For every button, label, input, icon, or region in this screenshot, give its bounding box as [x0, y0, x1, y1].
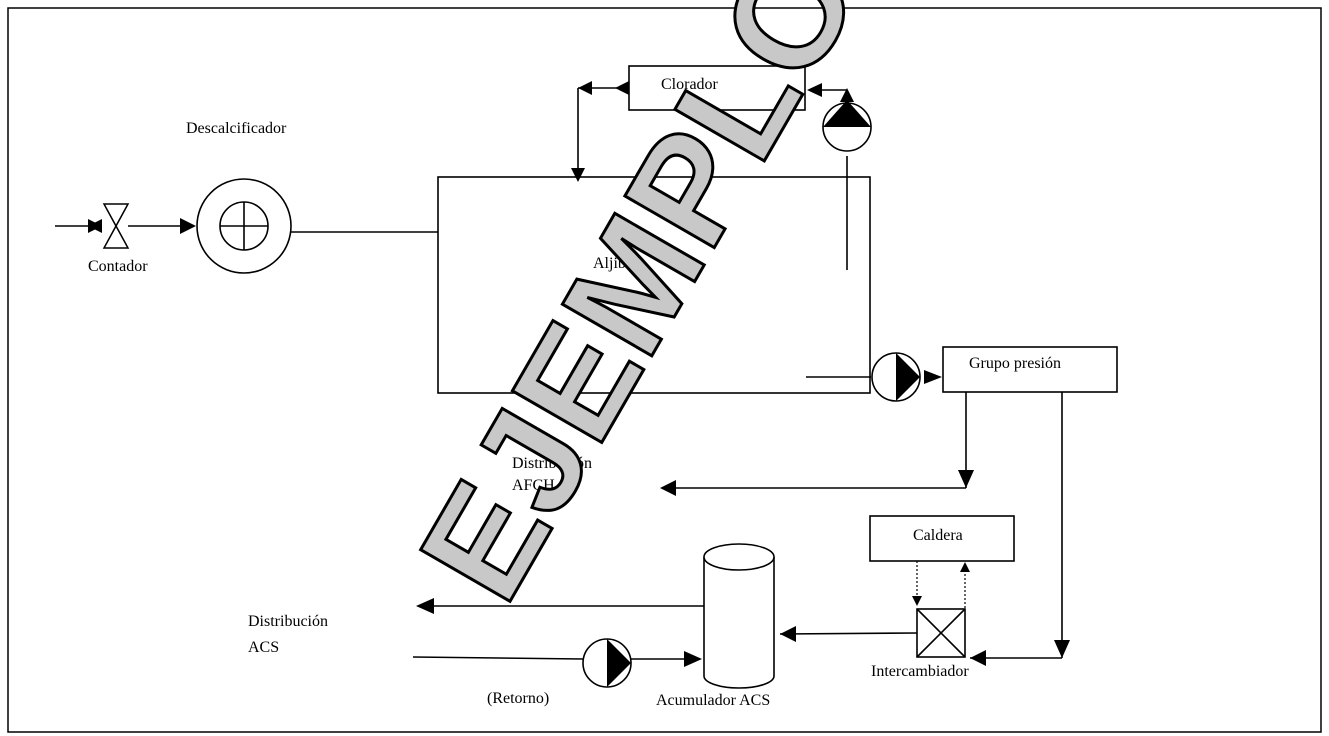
grupo-inlet-arrow	[924, 370, 942, 384]
caldera-label: Caldera	[913, 527, 963, 544]
distribucion-afch-label-1: Distribución	[512, 455, 592, 472]
acs-distribution-pipe	[416, 598, 704, 614]
inlet-pipe	[55, 219, 102, 233]
acumulador-feed-pipe	[779, 626, 918, 642]
distribucion-acs-label-2: ACS	[248, 639, 279, 656]
grupo-presion-box	[942, 346, 1118, 393]
grupo-presion-label: Grupo presión	[969, 355, 1061, 372]
retorno-label: (Retorno)	[487, 690, 549, 707]
acumulador-label: Acumulador ACS	[656, 692, 770, 709]
caldera-dotted-lines	[912, 561, 970, 608]
descalcificador-icon	[196, 178, 292, 274]
clorador-pump-icon	[822, 100, 872, 152]
intercambiador-feed-pipe	[970, 392, 1070, 666]
retorno-pump-icon	[582, 638, 632, 688]
outer-frame	[7, 7, 1322, 733]
retorno-pipe	[412, 651, 702, 667]
contador-label: Contador	[88, 258, 148, 275]
descalcificador-label: Descalcificador	[186, 120, 287, 137]
distribucion-acs-label-1: Distribución	[248, 613, 328, 630]
contador-valve-icon	[102, 203, 130, 249]
grupo-pump-icon	[871, 352, 921, 402]
clorador-loop-pipe	[571, 81, 854, 270]
distribucion-afch-label-2: AFCH	[512, 477, 555, 494]
intercambiador-label: Intercambiador	[871, 663, 969, 680]
caldera-box	[869, 515, 1015, 562]
intercambiador-icon	[916, 608, 966, 658]
pipe-to-descalcificador	[128, 218, 196, 234]
aljibe-label: Aljibe	[593, 255, 633, 272]
acumulador-tank-icon	[703, 543, 775, 689]
aljibe-tank	[437, 176, 871, 394]
afch-pipe	[660, 392, 974, 496]
clorador-label: Clorador	[661, 76, 719, 93]
